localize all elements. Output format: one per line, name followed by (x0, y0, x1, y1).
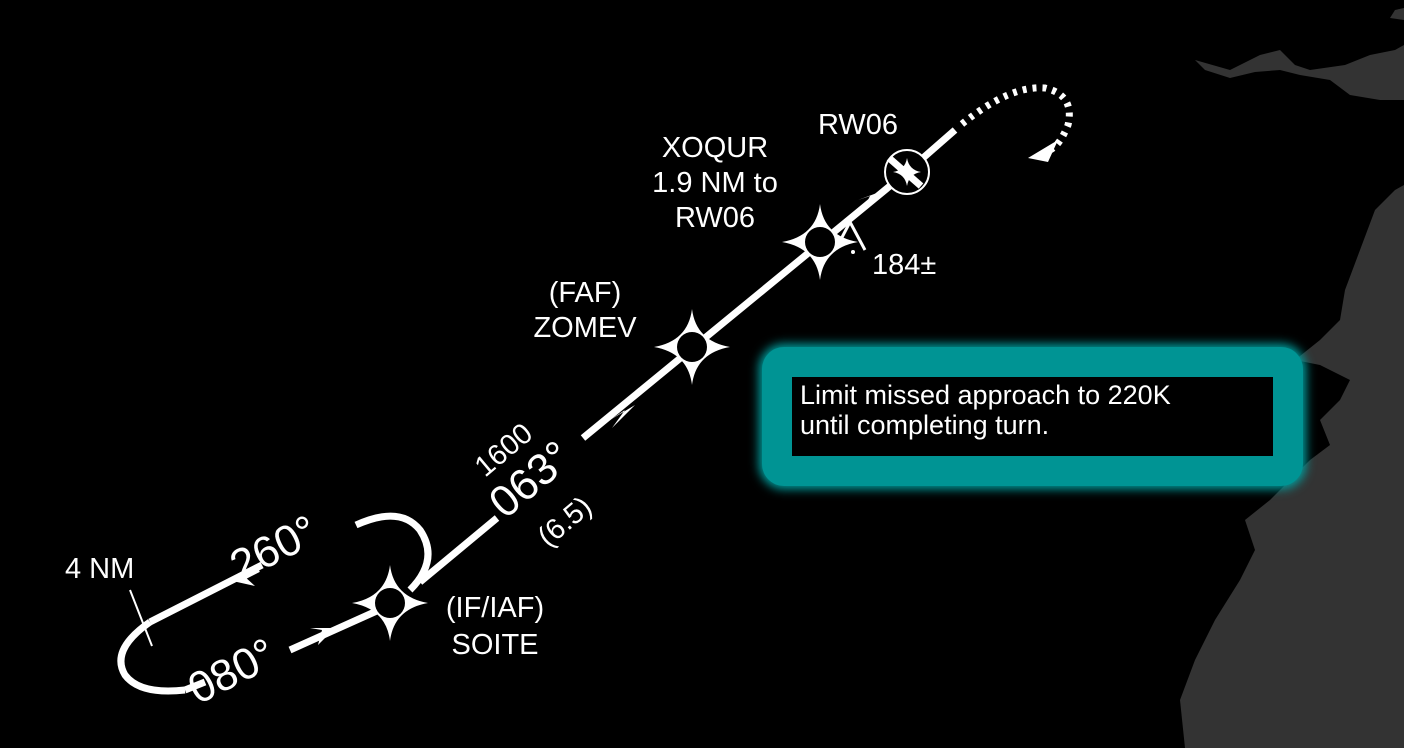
course-arrow-icon (610, 405, 635, 428)
final-course-segment (417, 515, 500, 585)
obstacle-elevation: 184± (872, 249, 936, 281)
course-arrow-icon (858, 190, 885, 212)
holding-turn-east (354, 512, 432, 593)
land-island (1390, 8, 1404, 20)
missed-approach-note: Limit missed approach to 220K until comp… (800, 380, 1171, 440)
holding-turn-west (117, 619, 186, 695)
holding-outbound-arrow-icon (228, 570, 255, 586)
fix-xoqur-ref: RW06 (675, 202, 755, 234)
land-mass (1180, 0, 1404, 748)
final-course-segment (580, 169, 910, 441)
obstacle-icon (836, 218, 867, 254)
fix-xoqur-label: XOQUR (662, 132, 768, 164)
fix-zomev-role: (FAF) (549, 277, 622, 309)
holding-outbound-heading: 260° (222, 506, 325, 591)
holding-inbound-arrow-icon (310, 628, 335, 645)
missed-approach-arrow-icon (1028, 140, 1058, 162)
runway-threshold-icon[interactable] (884, 149, 930, 195)
note-line: Limit missed approach to 220K (800, 380, 1171, 410)
note-line: until completing turn. (800, 410, 1050, 440)
fix-soite-label: SOITE (451, 629, 538, 661)
fix-zomev-label: ZOMEV (533, 312, 637, 344)
holding-inbound-leg (183, 678, 207, 694)
land-peninsula (1195, 45, 1404, 100)
holding-inbound-heading: 080° (180, 629, 283, 714)
fix-xoqur-icon[interactable] (782, 204, 858, 280)
fix-soite-icon[interactable] (352, 565, 428, 641)
fix-xoqur-distance: 1.9 NM to (652, 167, 778, 199)
missed-approach-note-box (762, 347, 1303, 486)
fix-soite-role: (IF/IAF) (446, 592, 544, 624)
holding-inbound-leg (288, 601, 392, 654)
holding-distance-label: 4 NM (65, 553, 134, 585)
missed-approach-dashed (959, 84, 1073, 154)
runway-label: RW06 (818, 109, 898, 141)
holding-distance-tick (129, 589, 153, 647)
fix-zomev-icon[interactable] (654, 309, 730, 385)
